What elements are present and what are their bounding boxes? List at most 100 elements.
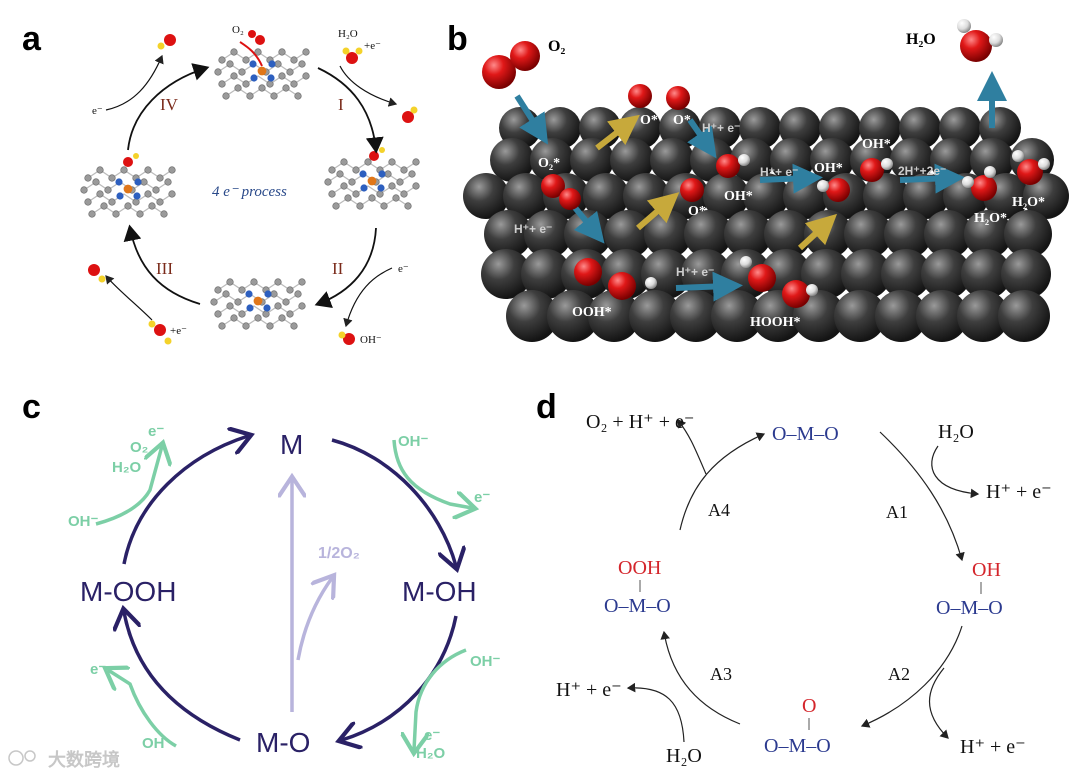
o2-star-label: O₂* bbox=[538, 156, 560, 171]
catalyst-top-graphene bbox=[215, 49, 310, 100]
side-arrow-a2 bbox=[930, 668, 949, 738]
panel-c: c M M-OH M-O M-OOH 1/2O₂ OH⁻ e⁻ OH bbox=[22, 388, 501, 762]
h-e-product-bottom-right: H⁺ + e⁻ bbox=[960, 736, 1026, 758]
process-label: 4 e⁻ process bbox=[212, 184, 287, 200]
h2o-star-label-1: H₂O* bbox=[974, 211, 1007, 226]
step-h-e-label-2: H⁺+ e⁻ bbox=[514, 222, 552, 236]
species-omo-top: O–M–O bbox=[772, 423, 839, 445]
o-star-label: O* bbox=[688, 204, 706, 219]
step-h-e-label-3: H⁺+ e⁻ bbox=[676, 265, 714, 279]
state-m: M bbox=[280, 429, 303, 460]
species-ooh-bottom: O–M–O bbox=[604, 595, 671, 617]
panel-b-letter: b bbox=[447, 20, 468, 58]
species-oh-top: OH bbox=[972, 559, 1001, 581]
e-left-label: e⁻ bbox=[92, 105, 103, 117]
arrow-step-ii bbox=[318, 228, 376, 304]
panel-a-letter: a bbox=[22, 20, 42, 58]
step-h-e-label-1: H⁺+ e⁻ bbox=[702, 121, 740, 135]
oh-product-top-left bbox=[158, 34, 177, 50]
h2o-label: H₂O bbox=[338, 28, 358, 40]
h-e-product-right: H⁺ + e⁻ bbox=[986, 481, 1052, 503]
panel-d-letter: d bbox=[536, 388, 557, 426]
step-a4: A4 bbox=[708, 500, 730, 520]
oh-star-label-3: OH* bbox=[862, 137, 891, 152]
species-o-top: O bbox=[802, 695, 816, 717]
half-o2-label: 1/2O₂ bbox=[318, 545, 360, 562]
panel-d: d O₂ + H⁺ + e⁻ H₂O H⁺ + e⁻ H⁺ + e⁻ H⁺ + … bbox=[536, 388, 1052, 767]
e-minus-label-3: e⁻ bbox=[90, 661, 106, 678]
catalyst-bottom-graphene bbox=[211, 279, 306, 330]
step-label-iv: IV bbox=[160, 95, 179, 114]
h-e-product-left: H⁺ + e⁻ bbox=[556, 679, 622, 701]
oh-adsorbate-right bbox=[369, 147, 385, 161]
species-o-bottom: O–M–O bbox=[764, 735, 831, 757]
oh-adsorbate-left bbox=[123, 153, 139, 167]
oh-minus-label-1: OH⁻ bbox=[398, 433, 429, 450]
step-a1: A1 bbox=[886, 502, 908, 522]
h2o-reactant-right: H₂O bbox=[938, 421, 974, 443]
plus-e-bottom-label: +e⁻ bbox=[170, 325, 187, 337]
arrow-o2-release bbox=[298, 578, 332, 660]
arrow-moh-to-mo bbox=[342, 616, 456, 740]
step-a2: A2 bbox=[888, 664, 910, 684]
side-arrow-a3 bbox=[628, 688, 684, 742]
h2o-gas-molecule bbox=[957, 19, 1003, 62]
plus-e-label: +e⁻ bbox=[364, 40, 381, 52]
e-minus-label-2: e⁻ bbox=[424, 727, 440, 744]
side-arrow-step-iv bbox=[106, 56, 162, 110]
panel-b: b O₂ H₂O bbox=[447, 19, 1069, 342]
oh-label-3: OH bbox=[142, 735, 165, 752]
o-star-pair-label-1: O* bbox=[640, 113, 658, 128]
h2o-gas-label: H₂O bbox=[906, 31, 936, 48]
watermark: 大数跨境 bbox=[9, 749, 120, 770]
watermark-text: 大数跨境 bbox=[48, 749, 120, 770]
o-star-pair bbox=[628, 84, 690, 110]
state-m-ooh: M-OOH bbox=[80, 576, 176, 607]
e-right-label: e⁻ bbox=[398, 263, 409, 275]
panel-a: a IV I III II 4 bbox=[22, 20, 419, 346]
state-m-o: M-O bbox=[256, 727, 310, 758]
side-arrow-step-i bbox=[340, 66, 396, 104]
surface-atom bbox=[998, 290, 1050, 342]
h2o-star-label-2: H₂O* bbox=[1012, 195, 1045, 210]
panel-c-letter: c bbox=[22, 388, 41, 426]
o2-product-label: O₂ + H⁺ + e⁻ bbox=[586, 411, 694, 433]
step-label-ii: II bbox=[332, 259, 344, 278]
e-out-label: e⁻ bbox=[148, 423, 164, 440]
oh-minus-label-2: OH⁻ bbox=[470, 653, 501, 670]
oh-minus-label-4: OH⁻ bbox=[68, 513, 99, 530]
step-label-iii: III bbox=[156, 259, 173, 278]
step-2h-2e-label: 2H⁺+2e⁻ bbox=[898, 164, 946, 178]
o2-gas-molecule bbox=[482, 41, 540, 89]
watermark-logo-icon bbox=[9, 751, 23, 765]
o2-gas-label: O₂ bbox=[548, 38, 565, 55]
arrow-a2 bbox=[862, 626, 962, 726]
species-oh-bottom: O–M–O bbox=[936, 597, 1003, 619]
arrow-ooh-to-hooh bbox=[676, 286, 728, 288]
h2o-reactant-bottom-left: H₂O bbox=[666, 745, 702, 767]
h2o-reactant-top-right bbox=[343, 48, 363, 65]
mint-arrow-oh-in-1 bbox=[394, 440, 472, 508]
h2o-out-label: H₂O bbox=[112, 459, 141, 476]
arrow-mo-to-mooh bbox=[124, 612, 240, 740]
oh-star-label-1: OH* bbox=[724, 189, 753, 204]
side-arrow-step-iii bbox=[106, 276, 152, 320]
oh-product-left bbox=[88, 264, 106, 283]
e-minus-label-1: e⁻ bbox=[474, 489, 490, 506]
o2-label: O₂ bbox=[232, 24, 244, 36]
catalyst-right-graphene bbox=[325, 159, 420, 210]
arrow-oh-to-h2o bbox=[900, 178, 950, 180]
o-star-molecule bbox=[680, 178, 704, 202]
oh-minus-label: OH⁻ bbox=[360, 334, 382, 346]
arrow-step-i bbox=[318, 68, 376, 150]
ooh-star-label: OOH* bbox=[572, 305, 612, 320]
oh-product-bottom bbox=[339, 332, 356, 346]
catalyst-left-graphene bbox=[81, 167, 176, 218]
h2o-label-1: H₂O bbox=[416, 745, 445, 762]
step-h-e-label-4: H⁺+ e⁻ bbox=[760, 165, 798, 179]
o2-out-label: O₂ bbox=[130, 439, 148, 456]
step-a3: A3 bbox=[710, 664, 732, 684]
side-arrow-step-ii bbox=[346, 268, 392, 326]
